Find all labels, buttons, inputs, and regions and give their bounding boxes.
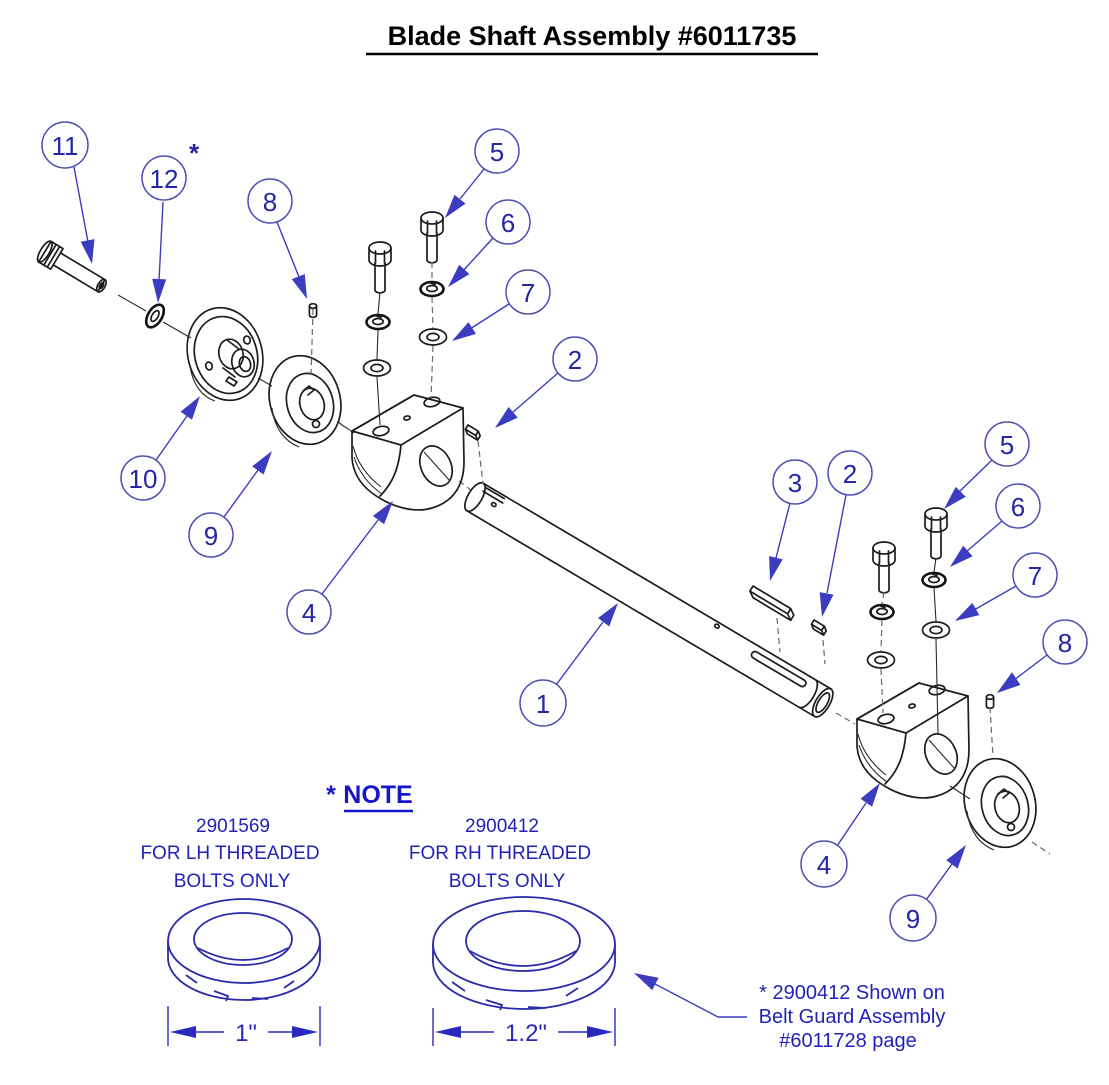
dimension-label-rh: 1.2" [505, 1020, 547, 1047]
svg-text:2: 2 [843, 459, 857, 489]
leader-7-top [452, 303, 510, 341]
part-key-2-left [463, 424, 483, 441]
svg-text:6: 6 [501, 208, 515, 238]
part-bolts-5 [368, 211, 948, 594]
svg-text:5: 5 [1000, 430, 1014, 460]
callout-balloon-10: 10 [120, 455, 166, 501]
part-shaft-1 [464, 481, 834, 718]
rh-line2: BOLTS ONLY [449, 871, 566, 892]
leader-2-top [495, 372, 559, 428]
callout-balloon-3: 3 [772, 459, 818, 505]
leader-9-right [925, 845, 966, 901]
leader-6-right [950, 520, 1003, 567]
assembly-axis-line [117, 294, 971, 800]
note-star: * [326, 781, 336, 809]
callout-balloon-6-top: 6 [485, 199, 531, 245]
svg-text:7: 7 [521, 278, 535, 308]
leader-5-top [445, 168, 485, 218]
callout-balloon-7-top: 7 [505, 269, 551, 315]
svg-text:12: 12 [150, 164, 179, 194]
callout-balloon-11: 11 [41, 121, 89, 169]
leader-4-left [321, 501, 393, 595]
svg-text:1: 1 [536, 689, 550, 719]
lh-part-number: 2901569 [196, 816, 270, 837]
footnote-line3: #6011728 page [779, 1030, 917, 1052]
svg-text:5: 5 [490, 137, 504, 167]
part-hex-bolt-11 [36, 240, 108, 293]
svg-text:8: 8 [1058, 628, 1072, 658]
part-flat-washers-7 [362, 328, 951, 669]
part-lock-washer-12 [144, 303, 166, 329]
callout-leaders [73, 166, 1048, 1018]
note-section: * NOTE 2901569 FOR LH THREADED BOLTS ONL… [140, 781, 591, 892]
leader-12 [152, 201, 167, 303]
leader-8-left [276, 221, 307, 299]
footnote-line1: * 2900412 Shown on [759, 982, 945, 1004]
leader-footnote [634, 973, 747, 1018]
svg-text:8: 8 [263, 187, 277, 217]
lh-line1: FOR LH THREADED [140, 843, 319, 864]
svg-text:2: 2 [568, 345, 582, 375]
svg-text:4: 4 [302, 598, 316, 628]
callout-balloon-5-right: 5 [984, 421, 1030, 467]
leader-5-right [944, 459, 993, 509]
svg-text:10: 10 [129, 464, 158, 494]
leader-11 [73, 166, 95, 264]
callout-balloon-4-left: 4 [286, 589, 332, 635]
part-lock-washers-6 [365, 280, 947, 621]
callout-balloon-2-right: 2 [827, 450, 873, 496]
dimension-label-lh: 1" [235, 1020, 257, 1047]
leader-6-top [448, 237, 494, 287]
hidden-assembly-lines [310, 262, 994, 758]
leader-2-right [819, 494, 847, 617]
svg-text:4: 4 [817, 850, 831, 880]
page-title: Blade Shaft Assembly #6011735 [388, 21, 797, 51]
callout-balloon-6-right: 6 [995, 483, 1041, 529]
svg-text:6: 6 [1011, 492, 1025, 522]
svg-text:9: 9 [906, 904, 920, 934]
dimension-rh: 1.2" [432, 1008, 616, 1047]
assembly-axis-dashed [339, 423, 1051, 855]
callout-balloon-7-right: 7 [1012, 552, 1058, 598]
svg-text:3: 3 [788, 468, 802, 498]
callout-balloon-1: 1 [519, 679, 567, 727]
leader-9-left [223, 451, 272, 518]
callout-balloon-5-top: 5 [474, 128, 520, 174]
svg-text:7: 7 [1028, 561, 1042, 591]
callout-balloon-8-left: 8 [247, 178, 293, 224]
callout-balloon-9-right: 9 [889, 894, 937, 942]
part-bearing-block-4-right [856, 682, 970, 799]
leader-1 [555, 603, 618, 686]
rh-line1: FOR RH THREADED [409, 843, 591, 864]
rh-part-number: 2900412 [465, 816, 539, 837]
callout-balloons: 11 12 8 5 6 7 2 10 9 4 1 3 2 5 6 7 8 4 9 [41, 121, 1088, 942]
washer-drawing-lh [167, 898, 321, 1002]
callout-balloon-8-right: 8 [1042, 619, 1088, 665]
leader-3 [769, 502, 791, 581]
footnote-line2: Belt Guard Assembly [759, 1006, 946, 1028]
part-pulley-10 [186, 306, 264, 402]
part-set-screw-8-right [985, 693, 995, 710]
note-heading: NOTE [343, 781, 412, 809]
svg-text:9: 9 [204, 521, 218, 551]
part-bearing-flange-9-left [258, 346, 352, 454]
leader-8-right [997, 654, 1048, 693]
callout-balloon-12: 12 [141, 155, 187, 201]
footnote: * 2900412 Shown on Belt Guard Assembly #… [759, 982, 946, 1052]
lh-line2: BOLTS ONLY [174, 871, 291, 892]
asterisk-marker: * [189, 138, 200, 168]
part-bearing-block-4-left [351, 394, 465, 511]
leader-10 [155, 396, 200, 461]
leader-4-right [836, 783, 880, 847]
svg-text:11: 11 [52, 131, 79, 161]
part-key-2-right [809, 619, 829, 636]
callout-balloon-2-top: 2 [552, 336, 598, 382]
callout-balloon-9-left: 9 [188, 512, 234, 558]
dimension-lh: 1" [167, 1006, 321, 1047]
callout-balloon-4-right: 4 [800, 840, 848, 888]
part-key-3 [746, 585, 797, 622]
leader-7-right [955, 585, 1017, 621]
washer-drawing-rh [432, 896, 616, 1011]
